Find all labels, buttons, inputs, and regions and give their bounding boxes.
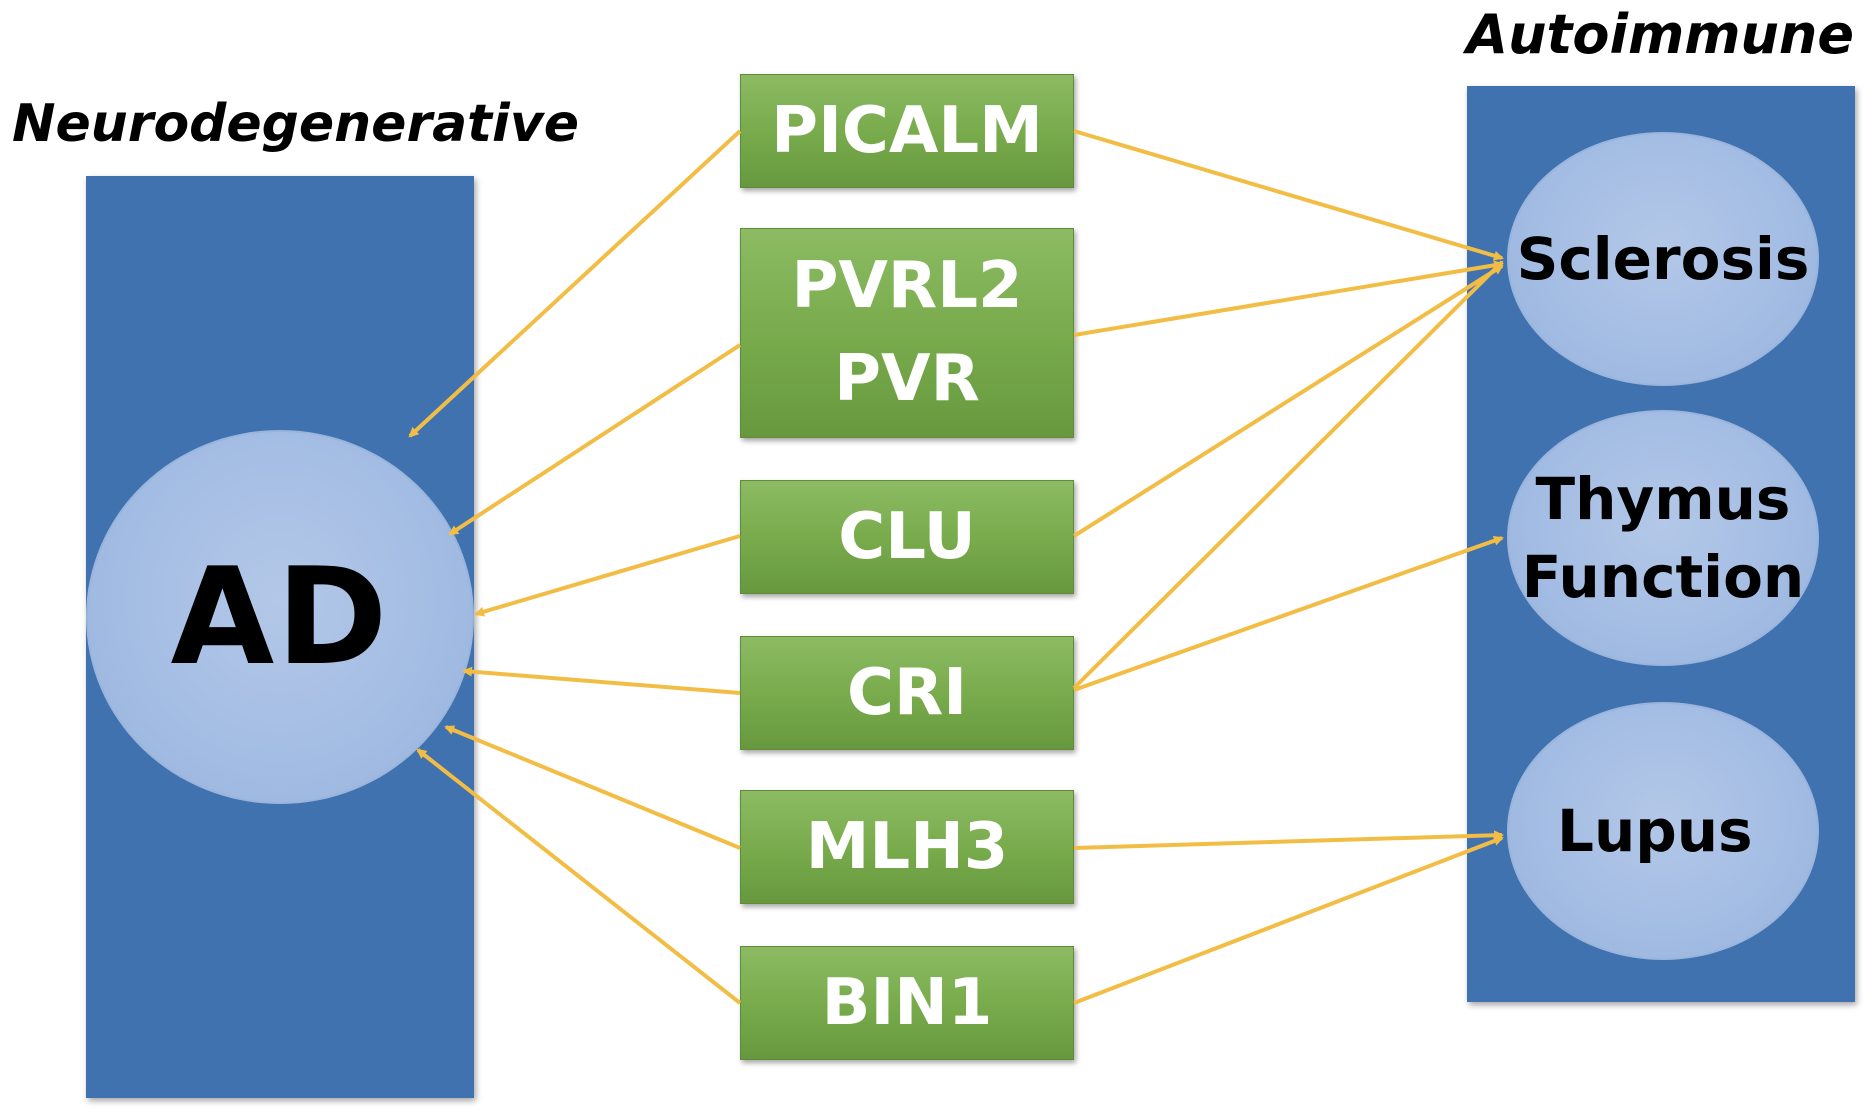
thymus-function-node: Thymus Function	[1507, 410, 1819, 666]
arrow-mlh3-to-lupus	[1073, 830, 1504, 850]
arrow-cri-to-ad	[462, 666, 741, 695]
arrow-cri-to-thymus	[1073, 535, 1504, 692]
gene-clu: CLU	[740, 480, 1074, 594]
gene-cri-label: CRI	[846, 655, 968, 730]
gene-bin1: BIN1	[740, 946, 1074, 1060]
arrow-cri-to-sclerosis	[1072, 260, 1504, 690]
thymus-label-line1: Thymus	[1535, 464, 1791, 533]
gene-bin1-label: BIN1	[821, 965, 993, 1040]
thymus-label-line2: Function	[1521, 543, 1805, 611]
arrow-mlh3-to-ad	[444, 725, 741, 850]
ad-label: AD	[170, 539, 390, 695]
sclerosis-label: Sclerosis	[1516, 225, 1810, 293]
gene-clu-label: CLU	[838, 499, 976, 574]
heading-autoimmune: Autoimmune	[1466, 3, 1854, 66]
arrow-bin1-to-lupus	[1073, 836, 1504, 1005]
gene-picalm: PICALM	[740, 74, 1074, 188]
gene-picalm-label: PICALM	[771, 93, 1043, 168]
gene-pvrl2-label: PVRL2	[791, 249, 1023, 324]
arrow-clu-to-sclerosis	[1072, 264, 1504, 538]
gene-mlh3: MLH3	[740, 790, 1074, 904]
sclerosis-node: Sclerosis	[1507, 132, 1819, 386]
lupus-label: Lupus	[1557, 797, 1753, 865]
lupus-node: Lupus	[1507, 702, 1819, 960]
arrow-pvrl2-to-ad	[448, 343, 742, 536]
gene-cri: CRI	[740, 636, 1074, 750]
gene-pvrl2-pvr: PVRL2 PVR	[740, 228, 1074, 438]
arrow-picalm-to-sclerosis	[1073, 129, 1504, 261]
ad-node: AD	[86, 430, 474, 804]
arrow-pvrl2-to-sclerosis	[1073, 260, 1504, 337]
gene-mlh3-label: MLH3	[805, 809, 1009, 884]
thymus-function-label: Thymus Function	[1522, 460, 1804, 617]
gene-pvrl2-pvr-label: PVRL2 PVR	[791, 240, 1022, 426]
heading-neurodegenerative: Neurodegenerative	[12, 94, 580, 154]
arrow-clu-to-ad	[474, 534, 741, 617]
gene-pvr-label: PVR	[834, 342, 980, 416]
